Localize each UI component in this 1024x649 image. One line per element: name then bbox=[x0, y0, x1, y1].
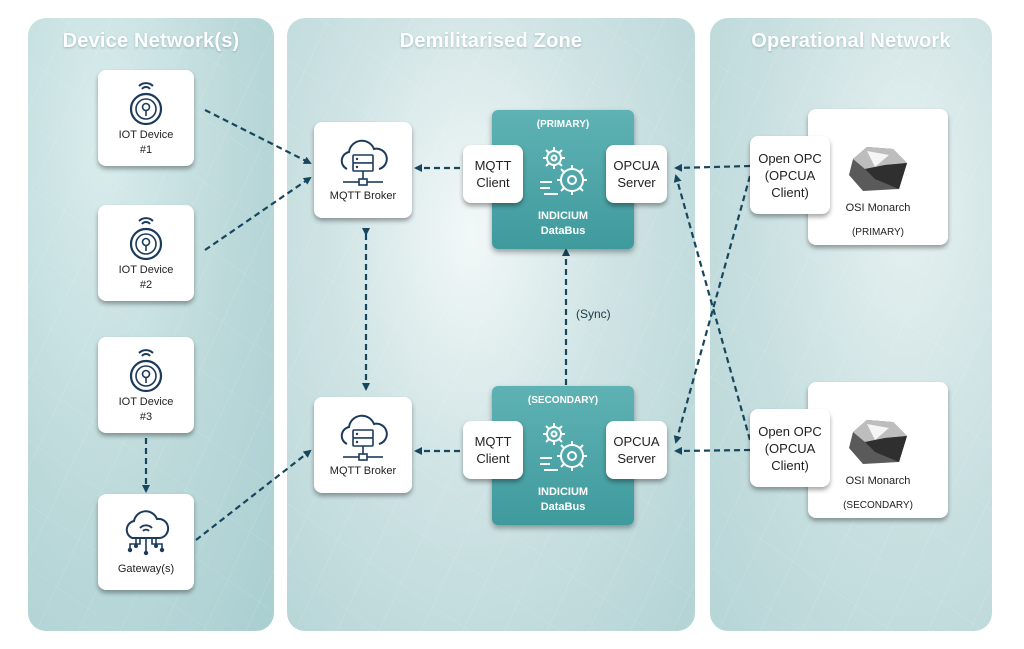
cloud-server-icon bbox=[340, 139, 388, 186]
gateway-card[interactable]: Gateway(s) bbox=[98, 494, 194, 590]
osi-monarch-primary-label: OSI Monarch bbox=[845, 202, 911, 214]
gears-icon bbox=[540, 423, 587, 471]
mqtt-broker-bottom-card[interactable]: MQTT Broker bbox=[314, 397, 412, 493]
mqtt-client-secondary[interactable]: MQTT Client bbox=[463, 421, 523, 479]
iot-device-3-label-line2: #3 bbox=[139, 411, 153, 423]
iot-device-icon bbox=[129, 82, 163, 126]
osi-monarch-primary-card[interactable]: OSI Monarch (PRIMARY) bbox=[808, 109, 948, 245]
open-opc-secondary-line2: (OPCUA bbox=[764, 440, 816, 456]
mqtt-broker-bottom-label: MQTT Broker bbox=[329, 464, 397, 477]
opcua-server-secondary[interactable]: OPCUA Server bbox=[606, 421, 667, 479]
iot-device-2-label-line1: IOT Device bbox=[118, 264, 174, 276]
databus-primary-tag: (PRIMARY) bbox=[536, 119, 590, 130]
databus-secondary-name-line1: INDICIUM bbox=[537, 486, 589, 498]
opcua-server-primary[interactable]: OPCUA Server bbox=[606, 145, 667, 203]
opcua-server-secondary-line1: OPCUA bbox=[613, 434, 660, 449]
mqtt-broker-top-label: MQTT Broker bbox=[329, 189, 397, 202]
databus-secondary-tag: (SECONDARY) bbox=[527, 395, 599, 406]
mqtt-client-primary-line1: MQTT bbox=[474, 158, 512, 173]
open-opc-primary-line3: Client) bbox=[771, 184, 809, 200]
iot-device-2-card[interactable]: IOT Device #2 bbox=[98, 205, 194, 301]
databus-secondary-name-line2: DataBus bbox=[540, 501, 586, 513]
demilitarised-zone: Demilitarised Zone bbox=[287, 18, 695, 631]
opcua-server-primary-line1: OPCUA bbox=[613, 158, 660, 173]
iot-device-1-label-line2: #1 bbox=[139, 144, 153, 156]
open-opc-client-secondary[interactable]: Open OPC (OPCUA Client) bbox=[750, 409, 830, 487]
iot-device-3-label-line1: IOT Device bbox=[118, 396, 174, 408]
sync-label: (Sync) bbox=[576, 307, 611, 321]
iot-device-1-card[interactable]: IOT Device #1 bbox=[98, 70, 194, 166]
mqtt-broker-top-card[interactable]: MQTT Broker bbox=[314, 122, 412, 218]
open-opc-secondary-line1: Open OPC bbox=[758, 423, 822, 439]
gears-icon bbox=[540, 147, 587, 195]
iot-device-icon bbox=[129, 349, 163, 393]
cloud-server-icon bbox=[340, 414, 388, 461]
mqtt-client-secondary-line1: MQTT bbox=[474, 434, 512, 449]
cloud-gateway-icon bbox=[125, 509, 170, 555]
iot-device-3-card[interactable]: IOT Device #3 bbox=[98, 337, 194, 433]
open-opc-client-primary[interactable]: Open OPC (OPCUA Client) bbox=[750, 136, 830, 214]
mqtt-client-primary[interactable]: MQTT Client bbox=[463, 145, 523, 203]
mqtt-client-secondary-line2: Client bbox=[476, 451, 510, 466]
osi-monarch-secondary-role: (SECONDARY) bbox=[843, 500, 913, 511]
iot-device-2-label-line2: #2 bbox=[139, 279, 153, 291]
iot-device-1-label-line1: IOT Device bbox=[118, 129, 174, 141]
open-opc-secondary-line3: Client) bbox=[771, 457, 809, 473]
opcua-server-primary-line2: Server bbox=[617, 175, 656, 190]
osi-monarch-secondary-label: OSI Monarch bbox=[845, 475, 911, 487]
open-opc-primary-line1: Open OPC bbox=[758, 150, 822, 166]
opcua-server-secondary-line2: Server bbox=[617, 451, 656, 466]
osi-monarch-secondary-card[interactable]: OSI Monarch (SECONDARY) bbox=[808, 382, 948, 518]
osi-monarch-logo-icon bbox=[849, 420, 907, 464]
osi-monarch-logo-icon bbox=[849, 147, 907, 191]
mqtt-client-primary-line2: Client bbox=[476, 175, 510, 190]
device-network-title: Device Network(s) bbox=[62, 30, 240, 52]
open-opc-primary-line2: (OPCUA bbox=[764, 167, 816, 183]
databus-primary-name-line1: INDICIUM bbox=[537, 210, 589, 222]
gateway-label: Gateway(s) bbox=[117, 562, 175, 575]
iot-device-icon bbox=[129, 217, 163, 261]
dmz-title: Demilitarised Zone bbox=[399, 30, 583, 52]
databus-primary-name-line2: DataBus bbox=[540, 225, 586, 237]
osi-monarch-primary-role: (PRIMARY) bbox=[851, 227, 905, 238]
operational-network-title: Operational Network bbox=[751, 30, 951, 52]
